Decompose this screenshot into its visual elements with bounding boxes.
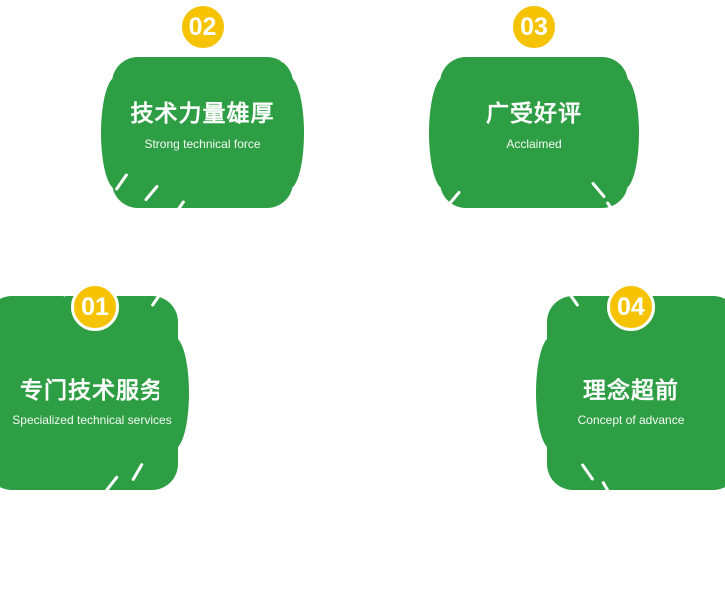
card-subtitle: Acclaimed [506, 136, 562, 151]
card-side-bulge [159, 337, 189, 449]
number-badge: 04 [606, 283, 655, 331]
feature-card-concept-advance: 04 理念超前 Concept of advance [536, 283, 725, 490]
number-badge: 02 [178, 3, 227, 51]
sparkle-line [52, 278, 67, 298]
card-title: 理念超前 [583, 376, 679, 403]
card-subtitle: Concept of advance [577, 413, 685, 428]
badge-number: 04 [616, 292, 645, 321]
card-side-bulge [274, 76, 304, 189]
card-side-bulge [101, 76, 131, 189]
number-badge: 01 [71, 283, 120, 331]
badge-number: 03 [520, 12, 548, 41]
badge-number: 01 [81, 292, 109, 321]
feature-card-technical-force: 02 技术力量雄厚 Strong technical force [101, 3, 304, 208]
sparkle-line [280, 44, 295, 64]
badge-number: 02 [188, 12, 217, 41]
card-subtitle: Strong technical force [144, 136, 261, 151]
card-subtitle: Specialized technical services [12, 413, 172, 428]
card-title: 专门技术服务 [20, 376, 164, 403]
number-badge: 03 [510, 3, 558, 51]
feature-card-acclaimed: 03 广受好评 Acclaimed [429, 3, 639, 208]
card-title: 技术力量雄厚 [130, 100, 275, 126]
card-side-bulge [609, 76, 639, 189]
card-title: 广受好评 [486, 100, 582, 126]
feature-card-specialized-services: 01 专门技术服务 Specialized technical services [0, 283, 189, 490]
card-side-bulge [536, 337, 566, 449]
card-side-bulge [429, 76, 459, 189]
